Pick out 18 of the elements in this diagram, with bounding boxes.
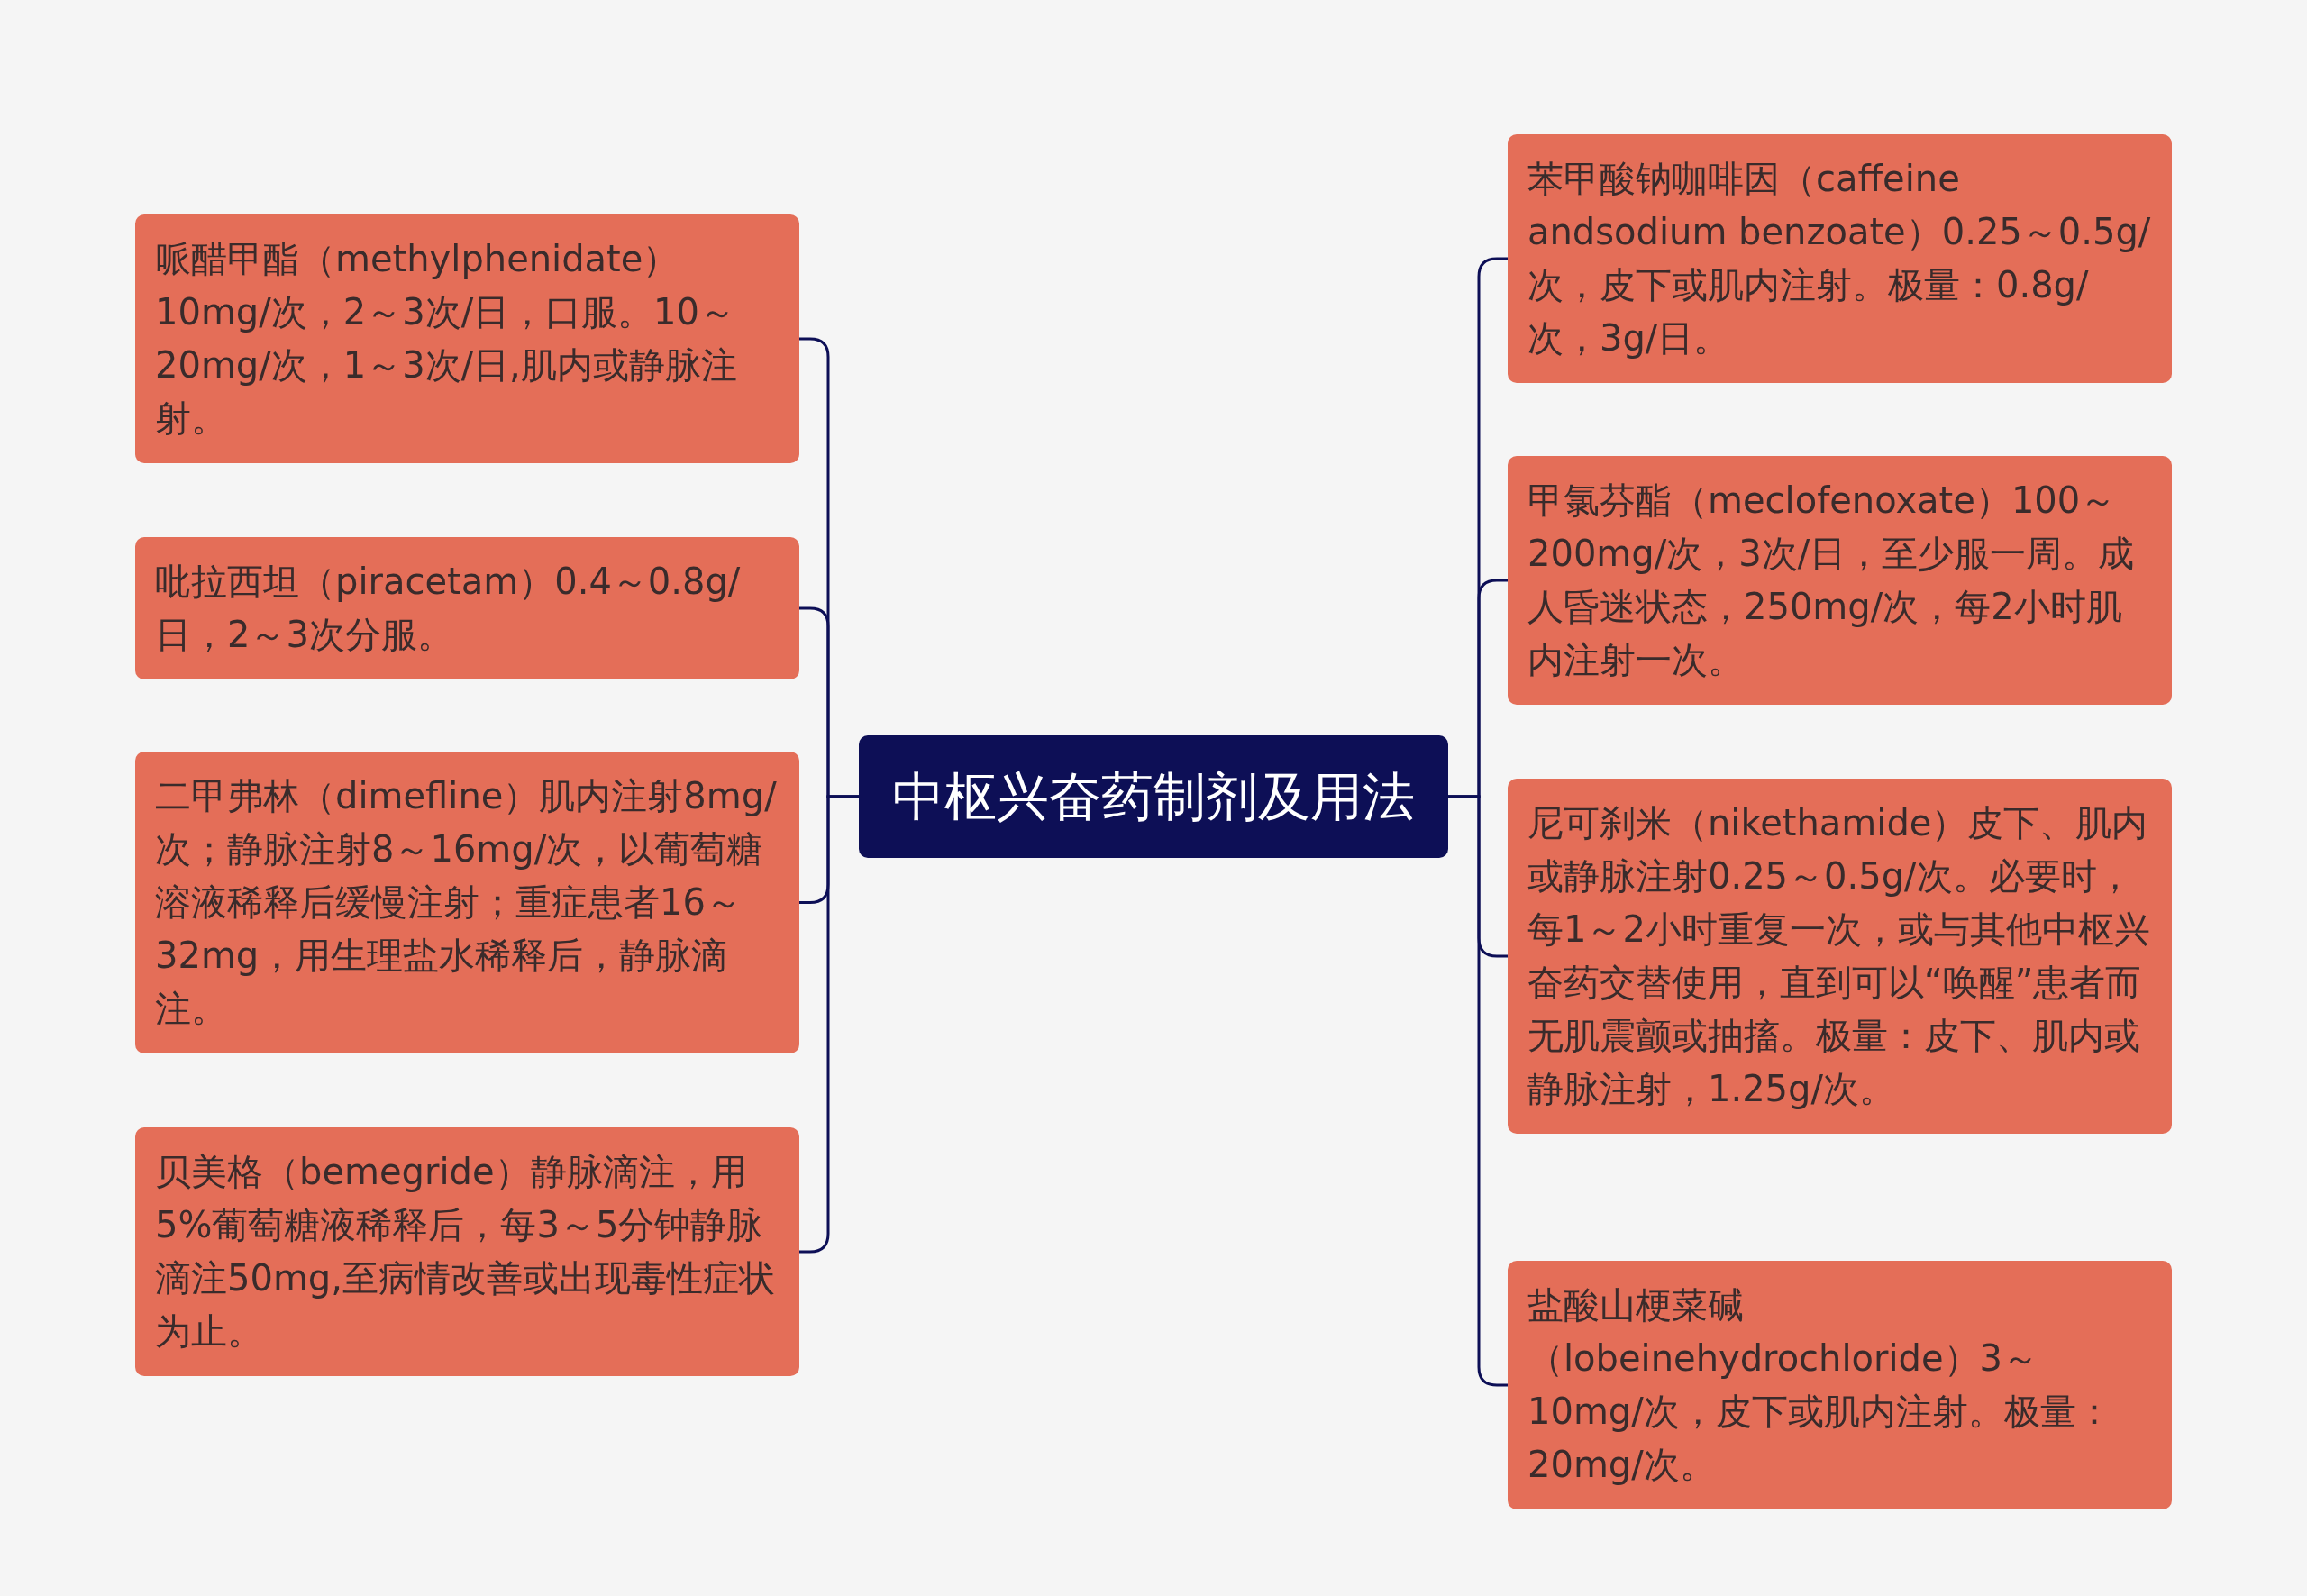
central-topic-box [859, 735, 1448, 858]
topic-text: 中枢兴奋药制剂及用法 [892, 765, 1415, 829]
topic-box [135, 214, 799, 463]
topic-box [1508, 456, 2172, 705]
topic-box [135, 1127, 799, 1376]
topic-box [135, 537, 799, 679]
topic-text: 哌醋甲酯（methylphenidate）10mg/次，2～3次/日，口服。10～20mg/次，1～3次/日,肌内或静脉注射。 [155, 237, 738, 441]
topic-box [1508, 134, 2172, 383]
topic-text: 尼可刹米（nikethamide）皮下、肌内或静脉注射0.25～0.5g/次。必要时，每1～2小时重复一次，或与其他中枢兴奋药交替使用，直到可以“唤醒”患者而无肌震颤或抽搐。极量：皮下、肌内或静脉注射，1.25g/次。 [1527, 801, 2151, 1111]
topic-text: 苯甲酸钠咖啡因（caffeine andsodium benzoate）0.25～0.5g/次，皮下或肌内注射。极量：0.8g/次，3g/日。 [1527, 157, 2152, 360]
topic-box [135, 752, 799, 1053]
topic-text: 吡拉西坦（piracetam）0.4～0.8g/日，2～3次分服。 [155, 560, 742, 657]
topic-box [1508, 779, 2172, 1134]
topic-text: 贝美格（bemegride）静脉滴注，用5%葡萄糖液稀释后，每3～5分钟静脉滴注50mg,至病情改善或出现毒性症状为止。 [155, 1150, 776, 1354]
topic-text: 甲氯芬酯（meclofenoxate）100～200mg/次，3次/日，至少服一周。成人昏迷状态，250mg/次，每2小时肌内注射一次。 [1527, 479, 2136, 682]
topic-text: 盐酸山梗菜碱（lobeinehydrochloride）3～10mg/次，皮下或肌内注射。极量：20mg/次。 [1527, 1283, 2113, 1487]
topic-box [1508, 1261, 2172, 1509]
topic-text: 二甲弗林（dimefline）肌内注射8mg/次；静脉注射8～16mg/次，以葡萄糖溶液稀释后缓慢注射；重症患者16～32mg，用生理盐水稀释后，静脉滴注。 [155, 774, 778, 1031]
